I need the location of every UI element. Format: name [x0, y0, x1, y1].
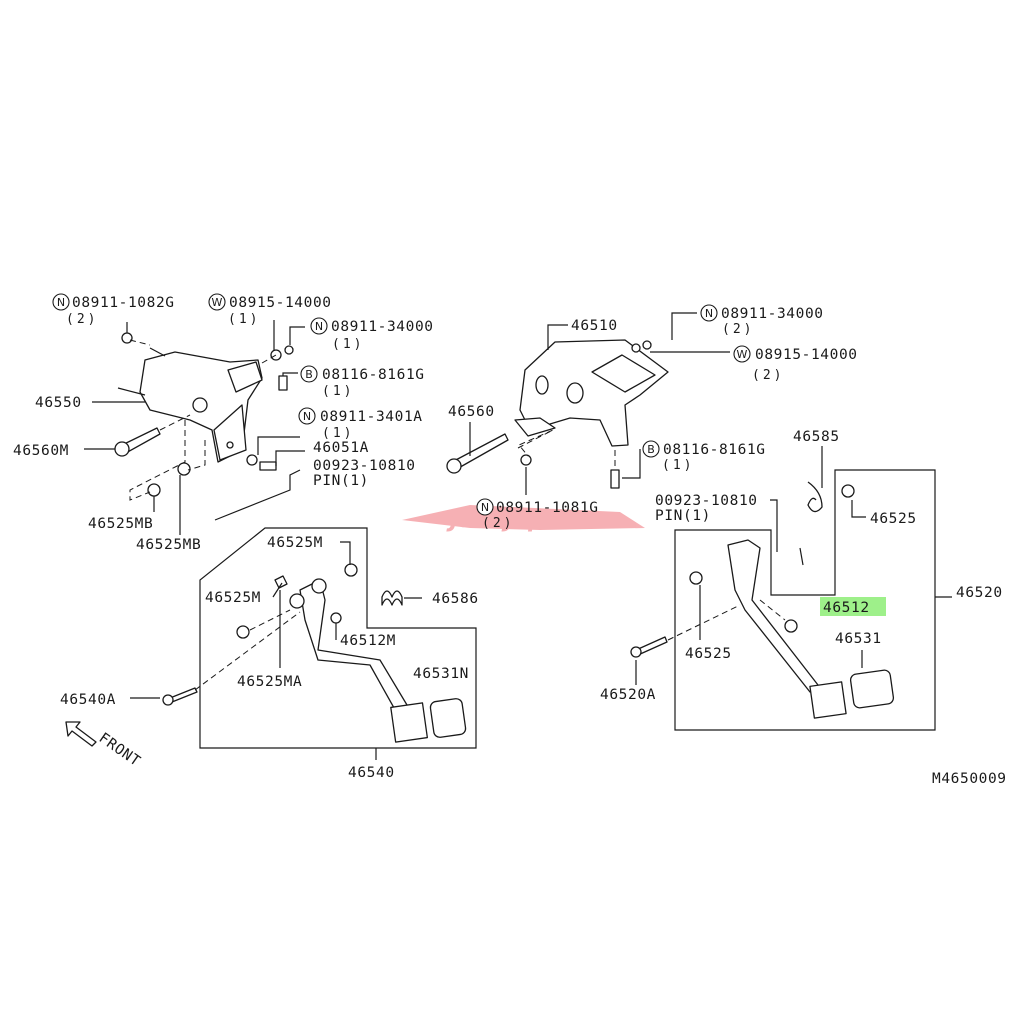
right-pedal-46520 — [630, 539, 895, 719]
qty: (2) — [66, 312, 98, 327]
label-46520: 46520 — [956, 585, 1003, 601]
qty: (1) — [662, 458, 694, 473]
watermark-text: Just Jap — [446, 508, 544, 533]
label-46525MB: 46525MB — [136, 537, 201, 553]
label-08911-1082G: 08911-1082G — [72, 295, 175, 311]
highlight-46512 — [820, 597, 886, 616]
left-shaft-46560M — [114, 427, 161, 457]
front-arrow-icon — [65, 721, 97, 747]
prefix-b: B — [305, 368, 313, 381]
label-46525: 46525 — [685, 646, 732, 662]
qty: (1) — [332, 337, 364, 352]
label-46512-highlighted: 46512 — [823, 600, 870, 616]
label-46525MB: 46525MB — [88, 516, 153, 532]
prefix-n: N — [57, 296, 65, 309]
label-46540A: 46540A — [60, 692, 116, 708]
watermark-logo: Just Jap — [402, 505, 645, 533]
label-08116-8161G: 08116-8161G — [322, 367, 425, 383]
qty: (1) — [228, 312, 260, 327]
label-46585: 46585 — [793, 429, 840, 445]
right-spring-46585 — [807, 481, 823, 513]
diagram-code: M4650009 — [932, 771, 1007, 787]
prefix-n: N — [705, 307, 713, 320]
qty: (2) — [482, 516, 514, 531]
label-08911-34000: 08911-34000 — [721, 306, 824, 322]
right-pedal-box — [674, 469, 936, 731]
label-46525M: 46525M — [267, 535, 323, 551]
prefix-n: N — [315, 320, 323, 333]
label-46510: 46510 — [571, 318, 618, 334]
front-label: FRONT — [96, 730, 143, 770]
label-46550: 46550 — [35, 395, 82, 411]
label-46531: 46531 — [835, 631, 882, 647]
label-46525: 46525 — [870, 511, 917, 527]
label-46051A: 46051A — [313, 440, 369, 456]
right-bracket-46510 — [514, 339, 669, 447]
label-46512M: 46512M — [340, 633, 396, 649]
left-pedal-box — [199, 527, 477, 749]
left-bracket-46550 — [117, 347, 263, 463]
label-46560: 46560 — [448, 404, 495, 420]
label-08911-3401A: 08911-3401A — [320, 409, 423, 425]
label-08911-1081G: 08911-1081G — [496, 500, 599, 516]
prefix-w: W — [737, 348, 748, 361]
qty: (2) — [722, 322, 754, 337]
label-pin-qty: PIN(1) — [655, 508, 711, 524]
label-00923-10810: 00923-10810 — [655, 493, 758, 509]
label-46586: 46586 — [432, 591, 479, 607]
label-08911-34000: 08911-34000 — [331, 319, 434, 335]
label-00923-10810: 00923-10810 — [313, 458, 416, 474]
qty: (2) — [752, 368, 784, 383]
label-08915-14000: 08915-14000 — [229, 295, 332, 311]
label-46540: 46540 — [348, 765, 395, 781]
left-pedal-46540 — [162, 563, 467, 743]
qty: (1) — [322, 426, 354, 441]
qty: (1) — [322, 384, 354, 399]
label-46520A: 46520A — [600, 687, 656, 703]
label-46560M: 46560M — [13, 443, 69, 459]
prefix-b: B — [647, 443, 655, 456]
right-shaft-46560 — [446, 433, 509, 474]
prefix-n: N — [481, 501, 489, 514]
label-08116-8161G: 08116-8161G — [663, 442, 766, 458]
label-pin-qty: PIN(1) — [313, 473, 369, 489]
label-08915-14000: 08915-14000 — [755, 347, 858, 363]
prefix-n: N — [303, 410, 311, 423]
label-46531N: 46531N — [413, 666, 469, 682]
label-46525MA: 46525MA — [237, 674, 302, 690]
label-46525M: 46525M — [205, 590, 261, 606]
prefix-w: W — [212, 296, 223, 309]
